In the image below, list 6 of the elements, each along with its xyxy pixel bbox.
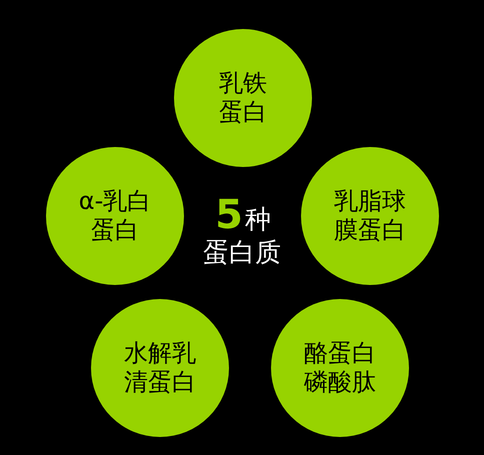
center-label: 5种蛋白质 xyxy=(202,195,282,269)
circle-label: 乳铁蛋白 xyxy=(218,69,268,127)
circle-label: 水解乳清蛋白 xyxy=(123,339,197,397)
circle-label: α-乳白蛋白 xyxy=(78,187,152,245)
circle-label: 酪蛋白磷酸肽 xyxy=(303,339,377,397)
circle-label: 乳脂球膜蛋白 xyxy=(333,187,407,245)
